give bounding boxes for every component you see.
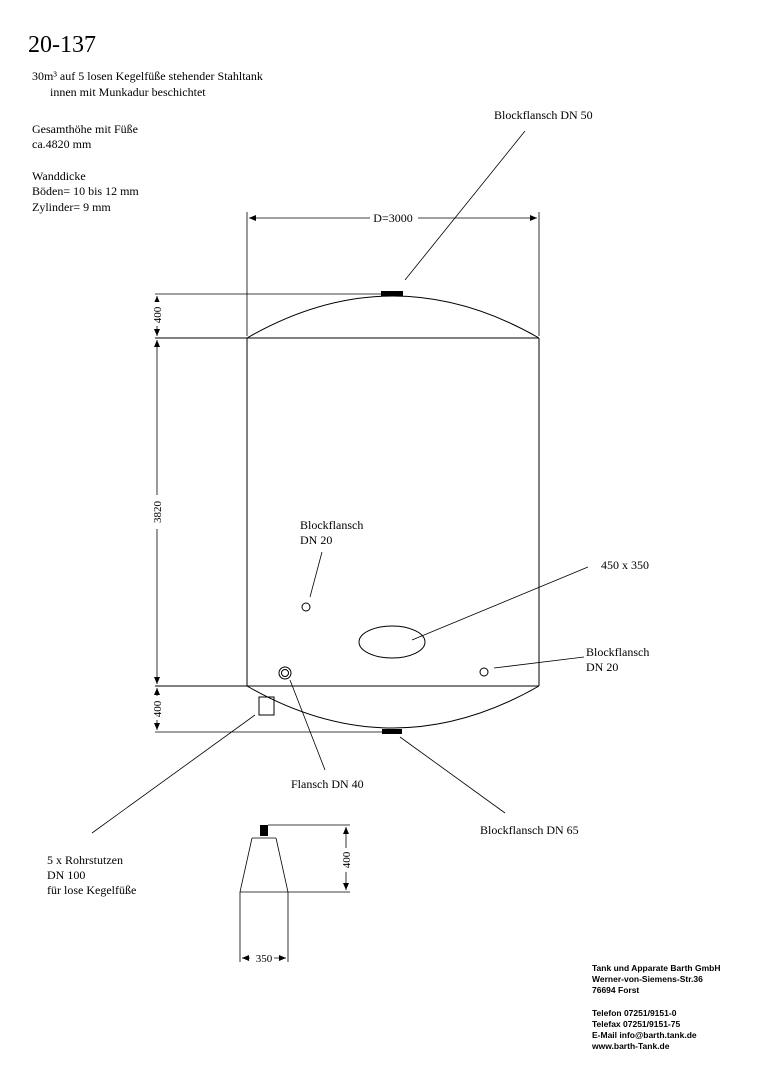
top-dished-head [246,295,540,339]
wall-thickness-label: Wanddicke [32,169,86,183]
foot-top-nozzle [260,825,268,836]
top-head-height-label: 400 [152,306,164,323]
manhole [358,625,426,659]
leader-lines [91,130,589,834]
company-street: Werner-von-Siemens-Str.36 [592,974,703,984]
foot-width-label: 350 [256,953,273,965]
diameter-label: D=3000 [373,211,412,225]
top-flange-block [381,291,403,296]
foot-nozzle [258,696,275,716]
top-flange-label: Blockflansch DN 50 [494,108,593,122]
wall-thickness-bottoms: Böden= 10 bis 12 mm [32,184,139,198]
description-line-1: 30m³ auf 5 losen Kegelfüße stehender Sta… [32,69,263,83]
bottom-head-height-label: 400 [152,700,164,717]
company-block: Tank und Apparate Barth GmbH Werner-von-… [591,963,720,1051]
wall-thickness-cylinder: Zylinder= 9 mm [32,200,111,214]
cone-foot-detail: 400 350 [239,824,354,965]
description-line-2: innen mit Munkadur beschichtet [50,85,206,99]
mid-flange-label-2: DN 20 [300,533,332,547]
right-flange-dn20 [479,667,489,677]
bottom-flange-label: Blockflansch DN 65 [480,823,579,837]
mid-flange-label-1: Blockflansch [300,518,363,532]
drawing-title: 20-137 [28,32,96,58]
company-fax: Telefax 07251/9151-75 [592,1019,680,1029]
manhole-label: 450 x 350 [601,558,649,572]
height-value: ca.4820 mm [32,137,92,151]
company-email: E-Mail info@barth.tank.de [592,1030,697,1040]
nozzles-label-3: für lose Kegelfüße [47,883,136,897]
tank-body [155,291,540,734]
cylinder-height-label: 3820 [152,501,164,524]
right-flange-label-2: DN 20 [586,660,618,674]
bottom-dished-head [246,685,540,729]
mid-flange-dn20 [301,602,311,612]
diameter-dimension: D=3000 [246,211,540,336]
nozzles-label-2: DN 100 [47,868,85,882]
height-label: Gesamthöhe mit Füße [32,122,138,136]
company-phone: Telefon 07251/9151-0 [592,1008,677,1018]
bottom-flange-block [382,729,402,734]
flange-dn40-outer [278,666,292,680]
company-city: 76694 Forst [592,985,639,995]
flange-dn40-label: Flansch DN 40 [291,777,364,791]
foot-height-label: 400 [341,851,353,868]
height-dimensions: 400 3820 400 [150,293,388,733]
nozzles-label-1: 5 x Rohrstutzen [47,853,123,867]
company-web: www.barth-Tank.de [591,1041,670,1051]
company-name: Tank und Apparate Barth GmbH [592,963,720,973]
flange-dn40-inner [281,669,289,677]
right-flange-label-1: Blockflansch [586,645,649,659]
